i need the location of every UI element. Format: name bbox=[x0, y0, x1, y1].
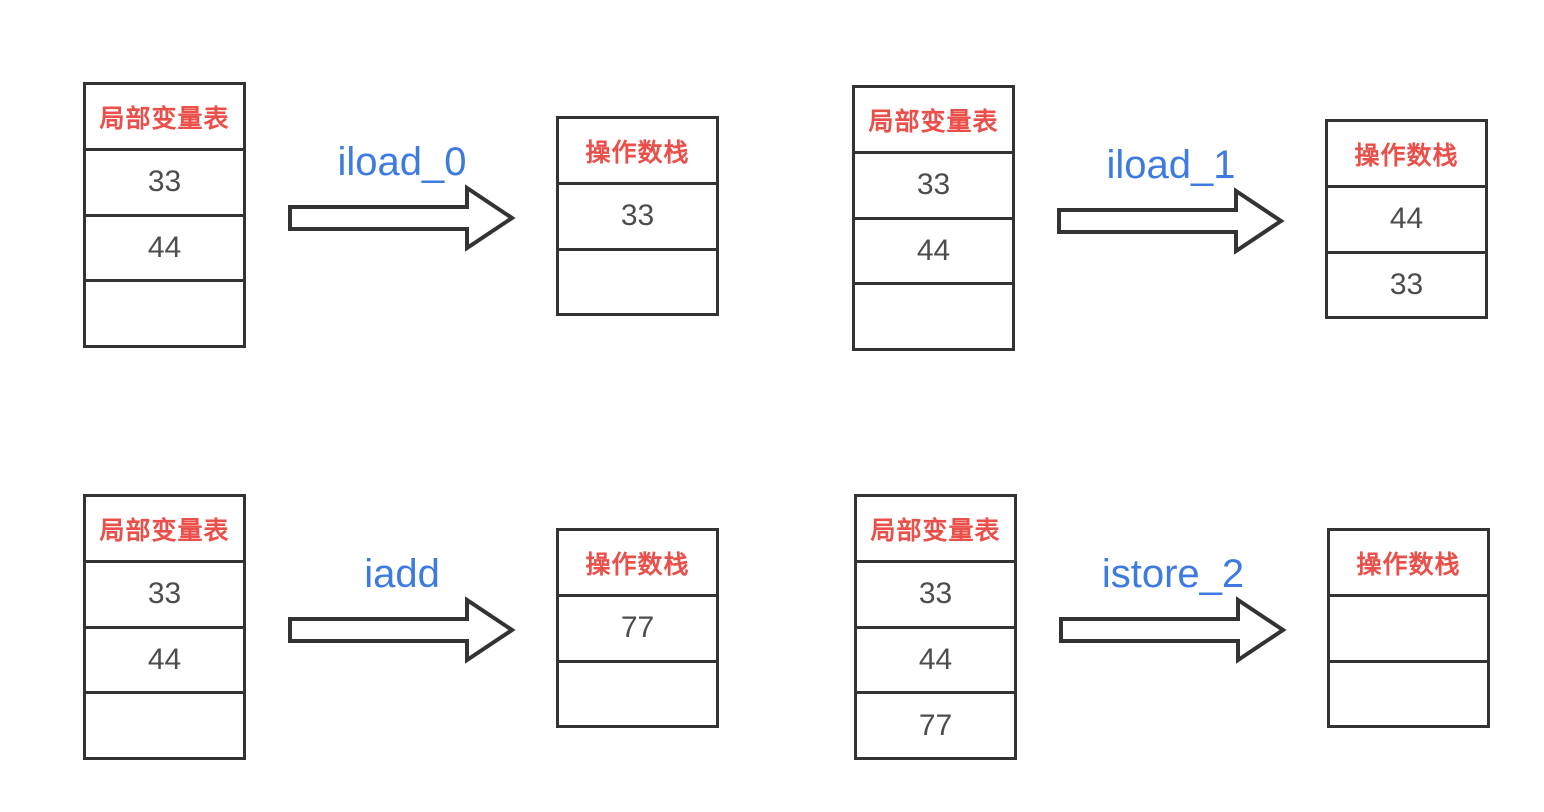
table-row bbox=[1330, 659, 1487, 726]
table-row bbox=[559, 247, 716, 314]
table-row: 44 bbox=[1328, 185, 1485, 251]
instruction-arrow-group: iadd bbox=[288, 552, 516, 664]
panel-istore-2: 局部变量表 33 44 77 istore_2 操作数栈 bbox=[854, 494, 1514, 794]
table-row bbox=[86, 691, 243, 757]
panel-iload-0: 局部变量表 33 44 iload_0 操作数栈 33 bbox=[83, 82, 743, 382]
local-variable-table-header: 局部变量表 bbox=[868, 107, 999, 136]
table-row: 77 bbox=[559, 594, 716, 660]
instruction-label: iload_1 bbox=[1106, 143, 1236, 187]
arrow-right-icon bbox=[1059, 596, 1287, 664]
table-row: 44 bbox=[86, 625, 243, 692]
operand-stack-header: 操作数栈 bbox=[585, 138, 690, 167]
instruction-arrow-group: iload_1 bbox=[1057, 143, 1285, 255]
table-row: 33 bbox=[855, 151, 1012, 217]
operand-stack-table: 操作数栈 77 bbox=[556, 528, 719, 728]
operand-stack-table: 操作数栈 bbox=[1327, 528, 1490, 728]
table-row: 77 bbox=[857, 691, 1014, 757]
table-row bbox=[86, 279, 243, 345]
table-row bbox=[1330, 594, 1487, 660]
table-row: 44 bbox=[857, 625, 1014, 692]
operand-stack-header: 操作数栈 bbox=[1354, 141, 1459, 170]
instruction-arrow-group: iload_0 bbox=[288, 140, 516, 252]
table-row: 33 bbox=[1328, 250, 1485, 317]
panel-iadd: 局部变量表 33 44 iadd 操作数栈 77 bbox=[83, 494, 743, 794]
instruction-label: iadd bbox=[364, 552, 440, 596]
operand-stack-table: 操作数栈 33 bbox=[556, 116, 719, 316]
arrow-right-icon bbox=[1057, 187, 1285, 255]
arrow-right-icon bbox=[288, 596, 516, 664]
instruction-arrow-group: istore_2 bbox=[1059, 552, 1287, 664]
local-variable-table: 局部变量表 33 44 bbox=[83, 494, 246, 760]
local-variable-table: 局部变量表 33 44 77 bbox=[854, 494, 1017, 760]
local-variable-table: 局部变量表 33 44 bbox=[852, 85, 1015, 351]
table-row: 33 bbox=[559, 182, 716, 248]
panel-iload-1: 局部变量表 33 44 iload_1 操作数栈 44 33 bbox=[852, 85, 1512, 385]
operand-stack-header: 操作数栈 bbox=[1356, 550, 1461, 579]
instruction-label: iload_0 bbox=[337, 140, 467, 184]
arrow-right-icon bbox=[288, 184, 516, 252]
operand-stack-table: 操作数栈 44 33 bbox=[1325, 119, 1488, 319]
instruction-label: istore_2 bbox=[1101, 552, 1245, 596]
table-row bbox=[855, 282, 1012, 348]
table-row: 44 bbox=[855, 216, 1012, 283]
local-variable-table-header: 局部变量表 bbox=[99, 104, 230, 133]
local-variable-table: 局部变量表 33 44 bbox=[83, 82, 246, 348]
operand-stack-header: 操作数栈 bbox=[585, 550, 690, 579]
table-row: 33 bbox=[86, 560, 243, 626]
table-row bbox=[559, 659, 716, 726]
table-row: 44 bbox=[86, 213, 243, 280]
local-variable-table-header: 局部变量表 bbox=[99, 516, 230, 545]
table-row: 33 bbox=[86, 148, 243, 214]
table-row: 33 bbox=[857, 560, 1014, 626]
local-variable-table-header: 局部变量表 bbox=[870, 516, 1001, 545]
